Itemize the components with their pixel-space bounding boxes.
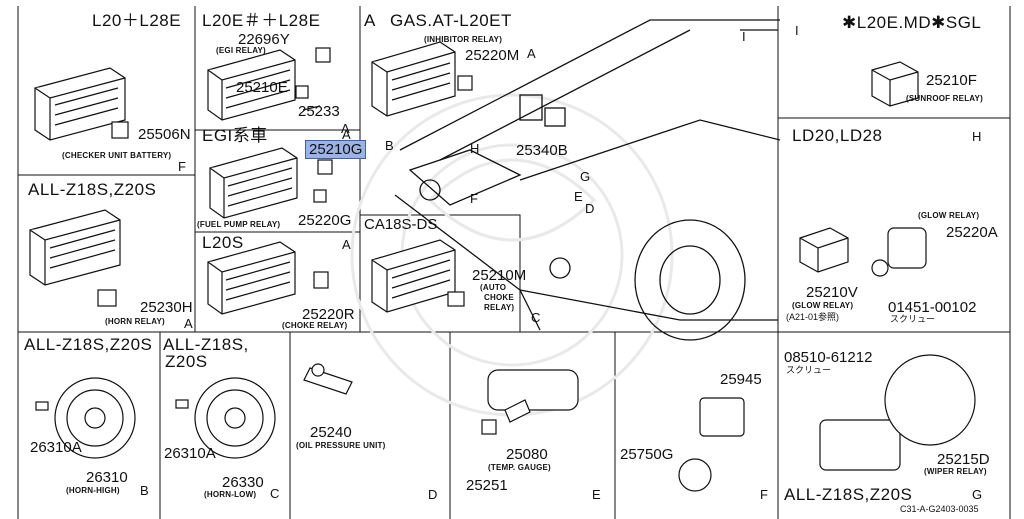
part-caption: (INHIBITOR RELAY) [424, 35, 503, 44]
panel-title-horn-low-line2: Z20S [165, 352, 208, 371]
part-caption: (EGI RELAY) [216, 46, 266, 55]
part-caption: (AUTO [480, 283, 507, 292]
part-number: 25945 [720, 371, 762, 388]
panel-footer-wiper: ALL-Z18S,Z20S [784, 485, 913, 504]
part-caption: (OIL PRESSURE UNIT) [296, 441, 386, 450]
panel-title-ca18: CA18S-DS [364, 216, 438, 233]
part-number: 25251 [466, 477, 508, 494]
part-number: 26310A [164, 445, 216, 462]
panel-title-gas-at: GAS.AT-L20ET [390, 11, 512, 30]
part-number: 01451-00102 [888, 299, 977, 316]
part-caption: CHOKE [484, 293, 514, 302]
part-number: 25210F [926, 72, 977, 89]
car-illustration [394, 19, 781, 341]
panel-prefix-letter: I [795, 23, 799, 38]
part-number: 25080 [506, 446, 548, 463]
panel-title-sunroof: ✱L20E.MD✱SGL [842, 13, 982, 32]
section-letter: D [428, 487, 438, 502]
part-number: 25230H [140, 299, 193, 316]
panel-title-z18-horn-relay: ALL-Z18S,Z20S [28, 180, 157, 199]
section-letter: B [140, 483, 149, 498]
section-letter: E [592, 487, 601, 502]
section-letter: A [342, 127, 351, 142]
section-letter: C [270, 486, 280, 501]
part-caption: (TEMP. GAUGE) [488, 463, 551, 472]
part-caption: (CHOKE RELAY) [282, 321, 348, 330]
part-number: 25215D [937, 451, 990, 468]
section-letter: A [184, 316, 193, 331]
part-number: 25220A [946, 224, 998, 241]
reference-note: (A21-01参照) [786, 312, 840, 322]
section-letter: F [760, 487, 768, 502]
part-number: 26330 [222, 474, 264, 491]
section-letter: G [580, 169, 591, 184]
part-number: 25750G [620, 446, 674, 463]
section-letter: G [972, 487, 983, 502]
section-letter: D [585, 201, 595, 216]
part-number: 25220M [465, 47, 520, 64]
panel-title-glow: LD20,LD28 [792, 126, 883, 145]
panel-title-l20e: L20E＃＋L28E [202, 11, 321, 30]
part-caption: (HORN-HIGH) [66, 486, 120, 495]
part-number: 26310A [30, 439, 82, 456]
section-letter: A [341, 121, 350, 136]
panel-prefix-letter: A [364, 11, 376, 30]
part-caption: (GLOW RELAY) [918, 211, 980, 220]
part-number: 25210V [806, 284, 858, 301]
section-letter: H [470, 141, 480, 156]
panel-title-horn-high: ALL-Z18S,Z20S [24, 335, 153, 354]
part-number: 25210E [236, 79, 288, 96]
panel-title-l20-l28e: L20＋L28E [92, 11, 182, 30]
panel-title-horn-low: ALL-Z18S, [163, 335, 249, 354]
section-letter: A [342, 237, 351, 252]
part-number: 25240 [310, 424, 352, 441]
panel-title-l20s: L20S [202, 233, 244, 252]
part-number: 25233 [298, 103, 340, 120]
part-number: 25340B [516, 142, 568, 159]
part-caption: (HORN RELAY) [105, 317, 165, 326]
part-caption: (WIPER RELAY) [924, 467, 987, 476]
section-letter: C [531, 310, 541, 325]
section-letter: E [574, 189, 583, 204]
section-letter: H [972, 129, 982, 144]
part-caption: スクリュー [890, 314, 936, 324]
section-letter: A [527, 46, 536, 61]
part-number: 08510-61212 [784, 349, 873, 366]
selected-part-number[interactable]: 25210G [305, 140, 367, 159]
part-number: 25220R [302, 306, 355, 323]
part-caption: (GLOW RELAY) [792, 301, 854, 310]
part-caption: RELAY) [484, 303, 515, 312]
document-code: C31-A-G2403-0035 [900, 504, 979, 514]
part-number: 25506N [138, 126, 191, 143]
part-caption: (FUEL PUMP RELAY) [197, 220, 281, 229]
section-letter: F [178, 159, 186, 174]
part-caption: (HORN-LOW) [204, 490, 257, 499]
section-letter: B [385, 138, 394, 153]
section-letter: F [470, 191, 478, 206]
part-caption: (SUNROOF RELAY) [906, 94, 983, 103]
part-caption: スクリュー [786, 365, 832, 375]
part-number: 22696Y [238, 31, 290, 48]
part-number: 25210M [472, 267, 527, 284]
section-letter: I [742, 29, 746, 44]
part-number: 25220G [298, 212, 352, 229]
part-caption: (CHECKER UNIT BATTERY) [62, 151, 172, 160]
part-number: 26310 [86, 469, 128, 486]
panel-title-egi: EGI系車 [202, 126, 268, 145]
